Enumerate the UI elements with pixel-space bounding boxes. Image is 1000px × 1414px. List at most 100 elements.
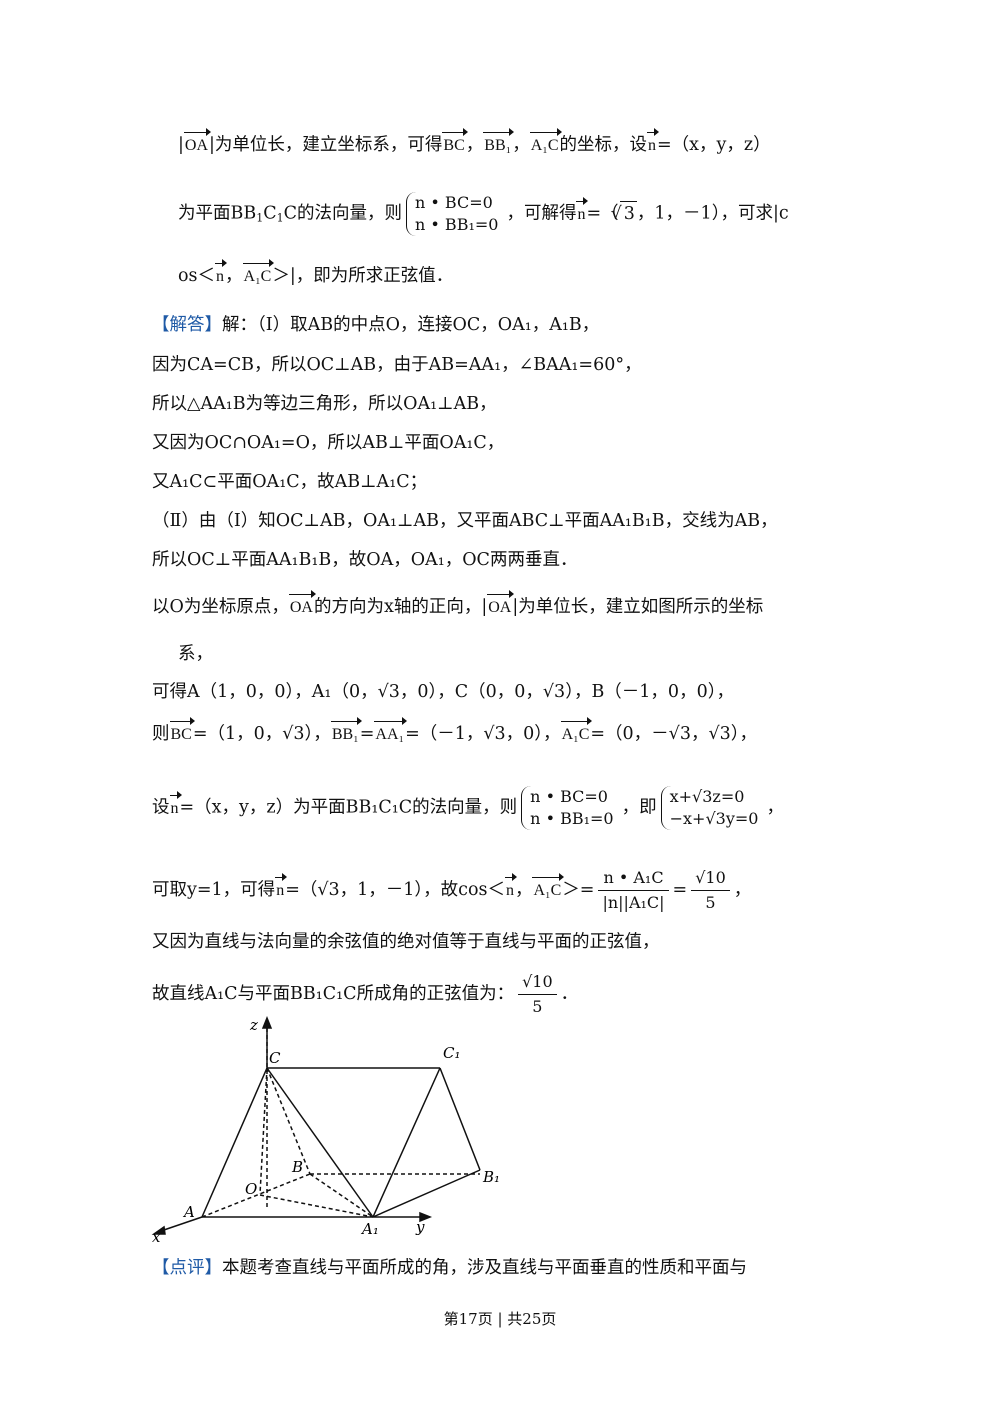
label-c: C — [269, 1049, 281, 1067]
text: 则 — [152, 724, 170, 744]
vector-bc: BC — [169, 717, 196, 747]
vector-n: n — [504, 873, 517, 903]
text: = — [672, 880, 688, 900]
analysis-line-3: os＜n，A₁C＞|，即为所求正弦值． — [178, 259, 454, 289]
edge-b-a1 — [309, 1173, 374, 1218]
sqrt: 3 — [619, 200, 637, 226]
vector-n: n — [576, 196, 589, 227]
label-a: A — [182, 1203, 195, 1221]
equation: n • BB₁=0 — [415, 215, 499, 234]
text: C的法向量，则 — [283, 203, 403, 224]
solution-line-14: 又因为直线与法向量的余弦值的绝对值等于直线与平面的正弦值， — [152, 932, 660, 952]
analysis-line-1: |OA|为单位长，建立坐标系，可得BC，BB₁，A₁C的坐标，设n=（x，y，z… — [178, 128, 771, 158]
edge-c-o — [259, 1067, 268, 1195]
solution-line-5: 又A₁C⊂平面OA₁C，故AB⊥A₁C； — [152, 472, 428, 492]
solution-line-7: 所以OC⊥平面AA₁B₁B，故OA，OA₁，OC两两垂直． — [152, 550, 578, 570]
vector-n: n — [647, 128, 659, 158]
label-z: z — [249, 1016, 258, 1034]
fraction-denominator: |n||A₁C| — [602, 893, 665, 912]
text: 的坐标，设 — [559, 135, 648, 155]
text: ＞= — [562, 880, 595, 900]
fraction-numerator: √10 — [518, 970, 557, 995]
text: |为单位长，建立如图所示的坐标 — [512, 597, 764, 617]
vector-oa: OA — [183, 128, 212, 158]
text: ， — [465, 135, 484, 155]
solution-line-10: 可得A（1，0，0），A₁（0，√3，0），C（0，0，√3），B（－1，0，0… — [152, 682, 734, 702]
fraction: n • A₁C|n||A₁C| — [598, 866, 669, 915]
text: | — [178, 135, 184, 155]
text: =（0，－√3，√3）， — [590, 724, 757, 744]
solution-line-11: 则BC=（1，0，√3），BB₁=AA₁=（－1，√3，0），A₁C=（0，－√… — [152, 717, 757, 747]
solution-line-8: 以O为坐标原点，OA的方向为x轴的正向，|OA|为单位长，建立如图所示的坐标 — [152, 590, 764, 620]
label-o: O — [245, 1180, 257, 1198]
equation: n • BC=0 — [530, 787, 608, 806]
y-axis-arrow — [419, 1211, 433, 1223]
fraction-numerator: √10 — [691, 866, 730, 891]
text: 以O为坐标原点， — [152, 597, 289, 617]
equation-system: x+√3z=0−x+√3y=0 — [660, 786, 763, 830]
text: 可取y=1，可得 — [152, 880, 276, 900]
text: ， — [225, 266, 243, 286]
label-b: B — [291, 1158, 303, 1176]
solution-line-9: 系， — [178, 644, 213, 664]
text: ，即 — [621, 797, 657, 818]
label-y: y — [415, 1218, 425, 1236]
vector-bc: BC — [442, 128, 469, 158]
equation: −x+√3y=0 — [669, 809, 759, 828]
text: =（－1，√3，0）， — [405, 724, 561, 744]
text: =（x，y，z）为平面BB₁C₁C的法向量，则 — [179, 797, 518, 818]
text: ， — [766, 797, 784, 818]
fraction-denominator: 5 — [705, 893, 716, 912]
edge-c-b — [266, 1067, 311, 1175]
text: =（x，y，z） — [657, 135, 771, 155]
vector-a1c: A₁C — [532, 873, 565, 903]
label-a1: A₁ — [360, 1220, 379, 1238]
text: |为单位长，建立坐标系，可得 — [209, 135, 443, 155]
text: 故直线A₁C与平面BB₁C₁C所成角的正弦值为： — [152, 984, 515, 1004]
text: = — [359, 724, 375, 744]
x-axis-arrow — [151, 1225, 166, 1235]
text: ，可解得 — [506, 203, 577, 224]
vector-n: n — [169, 790, 182, 821]
text: C — [263, 203, 277, 224]
edge-a-b — [201, 1173, 311, 1218]
edge-a1-b1 — [372, 1169, 481, 1218]
text: 设 — [152, 797, 170, 818]
solution-line-6: （Ⅱ）由（Ⅰ）知OC⊥AB，OA₁⊥AB，又平面ABC⊥平面AA₁B₁B，交线为… — [152, 511, 778, 531]
edge-c1-a1 — [372, 1067, 441, 1218]
text: =（1，0，√3）， — [192, 724, 331, 744]
vector-n: n — [275, 873, 288, 903]
comment-tag: 【点评】 — [152, 1258, 222, 1278]
text: ， — [512, 135, 530, 155]
vector-oa: OA — [288, 590, 317, 620]
solution-line-1: 【解答】解：（Ⅰ）取AB的中点O，连接OC，OA₁，A₁B， — [152, 313, 599, 337]
text: =（√3，1，－1），故cos＜ — [285, 880, 505, 900]
page-footer: 第17页 | 共25页 — [443, 1310, 557, 1328]
text: ， — [514, 880, 533, 900]
solution-line-3: 所以△AA₁B为等边三角形，所以OA₁⊥AB， — [152, 394, 497, 414]
edge-c-a — [201, 1067, 268, 1218]
vector-bb1: BB₁ — [330, 717, 362, 747]
solution-line-2: 因为CA=CB，所以OC⊥AB，由于AB=AA₁，∠BAA₁=60°， — [152, 355, 642, 375]
vector-a1c: A₁C — [242, 259, 275, 289]
text: os＜ — [178, 266, 216, 286]
analysis-line-2: 为平面BB1C1C的法向量，则n • BC=0n • BB₁=0，可解得n=（3… — [178, 192, 789, 236]
text: ＞|，即为所求正弦值． — [272, 266, 454, 286]
vector-aa1: AA₁ — [374, 717, 407, 747]
text: 本题考查直线与平面所成的角，涉及直线与平面垂直的性质和平面与 — [222, 1258, 747, 1278]
solution-tag: 【解答】 — [152, 315, 222, 335]
x-axis — [157, 1216, 203, 1233]
label-x: x — [152, 1228, 161, 1242]
vector-a1c: A₁C — [529, 128, 562, 158]
label-c1: C₁ — [443, 1044, 461, 1062]
edge-c1-b1 — [439, 1067, 481, 1171]
z-axis-arrow — [261, 1015, 273, 1029]
label-b1: B₁ — [482, 1168, 500, 1186]
text: ，1，－1），可求|c — [636, 203, 789, 224]
comment-line: 【点评】本题考查直线与平面所成的角，涉及直线与平面垂直的性质和平面与 — [152, 1256, 747, 1280]
